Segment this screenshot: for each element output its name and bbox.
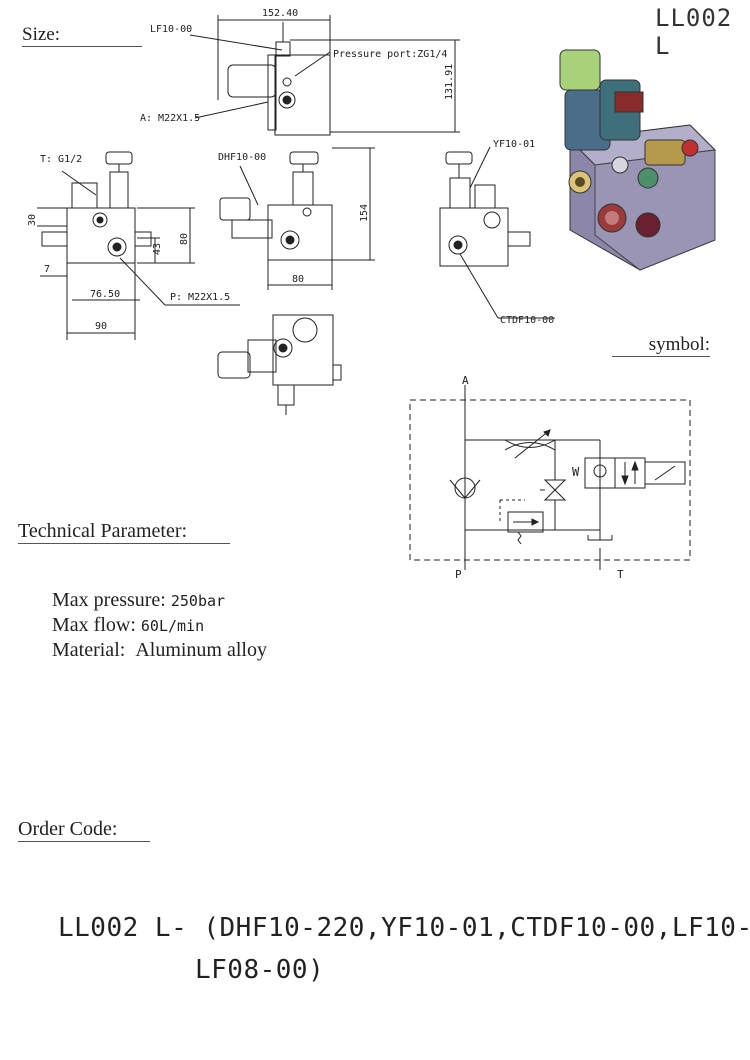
port-t-label: T: G1/2	[40, 154, 82, 165]
lf10-label: LF10-00	[150, 24, 192, 35]
dim-43-label: 43	[152, 243, 163, 255]
dim-154-label: 154	[359, 204, 370, 222]
technical-heading: Technical Parameter:	[18, 520, 230, 544]
port-a-label: A: M22X1.5	[140, 113, 200, 124]
order-code-line2: LF08-00)	[195, 955, 325, 985]
dim-80v-label: 80	[179, 233, 190, 245]
symbol-a-label: A	[462, 374, 469, 387]
top-view-block	[274, 54, 331, 136]
dim-76-label: 76.50	[90, 289, 120, 300]
front-view-block	[267, 204, 333, 261]
technical-drawing: LF10-00 152.40 Pressure port:ZG1/4 131.9…	[27, 8, 717, 415]
param-material-value: Aluminum alloy	[135, 639, 267, 661]
dim-7-label: 7	[44, 264, 50, 275]
param-material: Material: Aluminum alloy	[52, 638, 267, 662]
param-pressure-label: Max pressure:	[52, 589, 166, 611]
valve-3d-render	[559, 49, 717, 271]
left-view-block	[66, 207, 136, 264]
symbol-t-label: T	[617, 568, 624, 581]
dim-80h-label: 80	[292, 274, 304, 285]
dim-90-label: 90	[95, 321, 107, 332]
symbol-p-label: P	[455, 568, 462, 581]
param-pressure: Max pressure: 250bar	[52, 588, 267, 613]
symbol-w-label: W	[572, 465, 580, 479]
port-p-label: P: M22X1.5	[170, 292, 230, 303]
size-heading: Size:	[22, 24, 142, 47]
dim-131-label: 131.91	[444, 64, 455, 100]
hydraulic-symbol: A W P T	[409, 374, 691, 581]
right-view-block	[439, 207, 509, 267]
yf10-label: YF10-01	[493, 139, 535, 150]
order-heading: Order Code:	[18, 818, 150, 842]
pressure-port-label: Pressure port:ZG1/4	[333, 49, 447, 60]
param-flow: Max flow: 60L/min	[52, 613, 267, 638]
dim-30-label: 30	[27, 214, 38, 226]
param-material-label: Material:	[52, 639, 126, 661]
param-flow-value: 60L/min	[140, 617, 205, 635]
model-title: LL002 L	[655, 4, 733, 60]
dhf10-label: DHF10-00	[218, 152, 266, 163]
ctdf10-label: CTDF10-00	[500, 315, 554, 326]
param-flow-label: Max flow:	[52, 614, 136, 636]
order-code-line1: LL002 L- (DHF10-220,YF10-01,CTDF10-00,LF…	[58, 913, 750, 943]
param-pressure-value: 250bar	[170, 592, 226, 610]
symbol-heading: symbol:	[612, 334, 710, 357]
params-list: Max pressure: 250bar Max flow: 60L/min M…	[52, 588, 267, 662]
dim-152-label: 152.40	[262, 8, 298, 19]
